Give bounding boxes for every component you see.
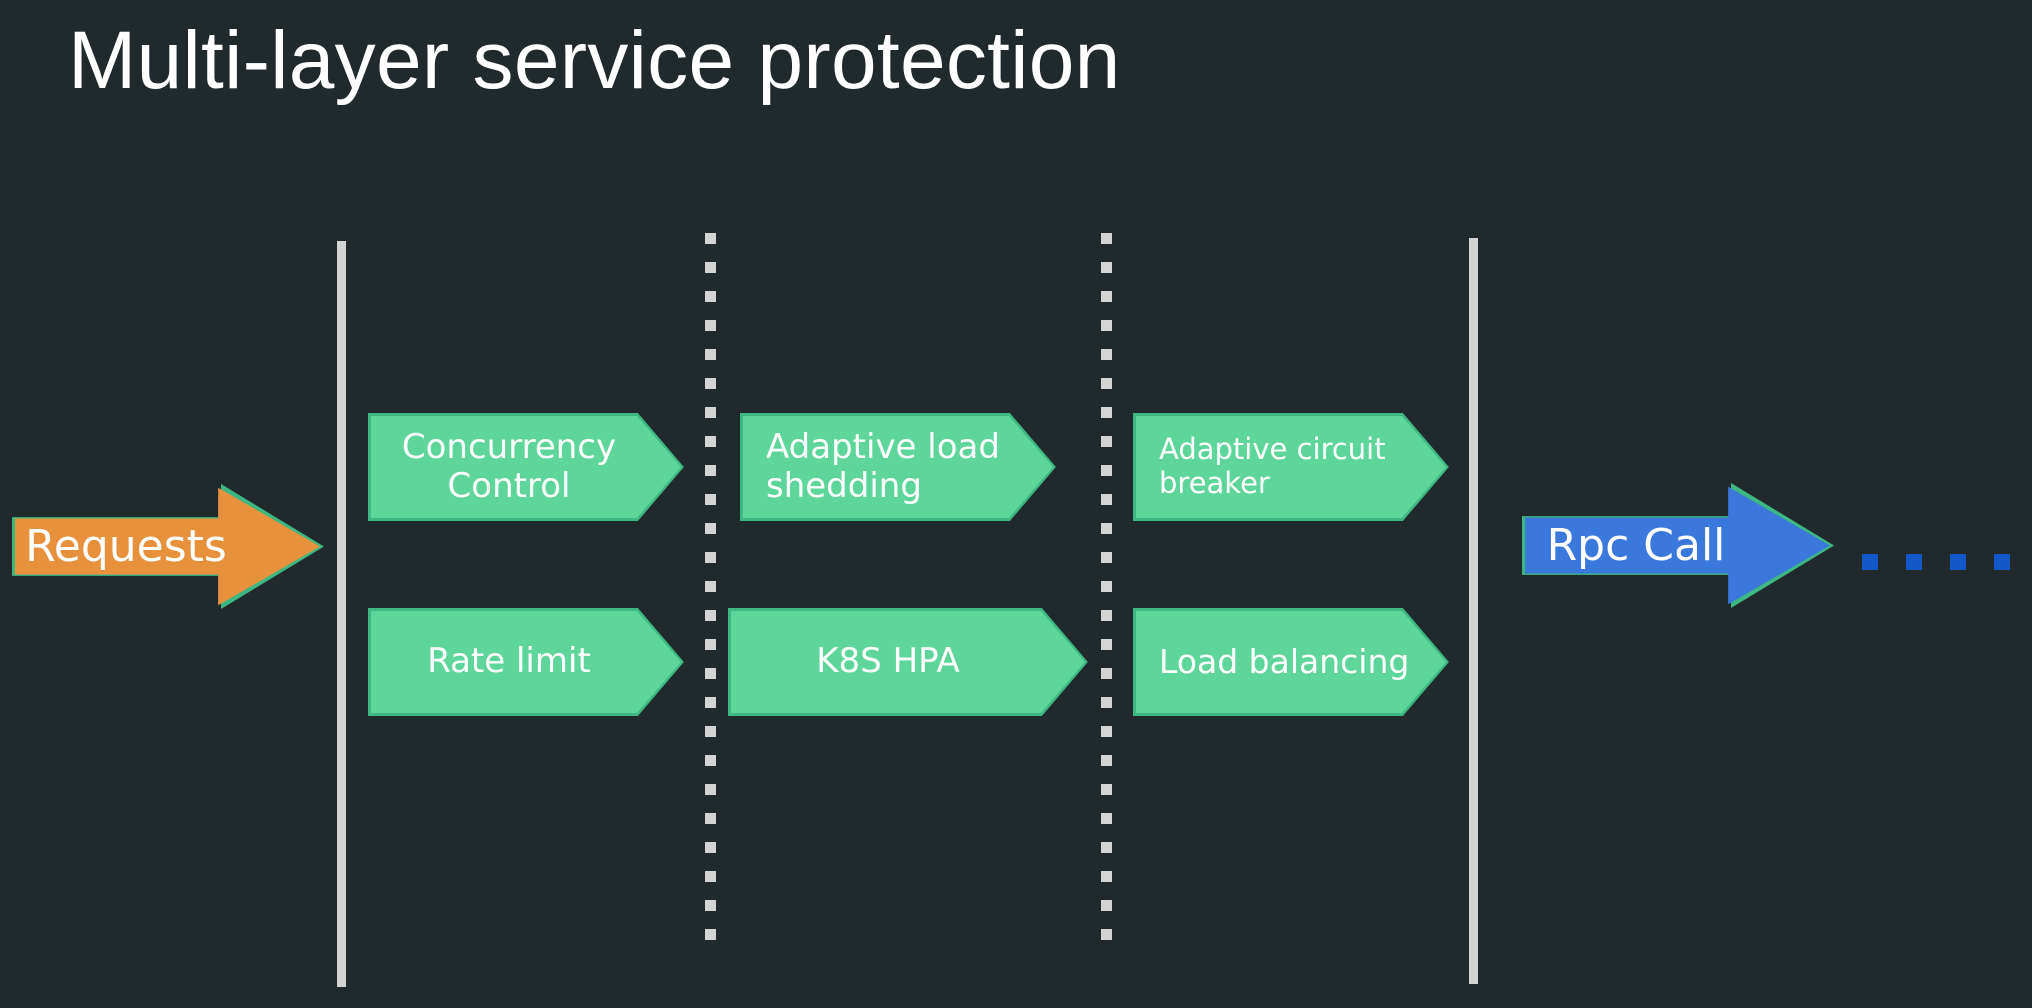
arrow-label-line1: Adaptive circuit (1159, 432, 1386, 467)
arrow-label-line2: breaker (1159, 466, 1270, 500)
arrow-fill (1136, 416, 1446, 518)
divider-boundary-right (1469, 238, 1478, 984)
arrow-rate-limit[interactable]: Rate limit (368, 608, 684, 716)
arrow-fill (743, 416, 1053, 518)
rpc-call-arrow[interactable]: Rpc Call (1522, 483, 1834, 608)
requests-arrow[interactable]: Requests (12, 484, 324, 609)
arrow-fill (1136, 611, 1446, 713)
arrow-adaptive-circuit-breaker[interactable]: Adaptive circuit breaker (1133, 413, 1449, 521)
arrow-text-wrap: Rate limit (368, 642, 684, 681)
arrow-label-line1: Adaptive load (766, 426, 1000, 467)
rpc-call-label: Rpc Call (1546, 520, 1726, 571)
divider-boundary-left (337, 241, 346, 987)
arrow-label: K8S HPA (816, 641, 960, 682)
arrow-label-line1: Concurrency (401, 426, 617, 467)
arrow-text-wrap: Concurrency Control (368, 428, 684, 507)
arrow-k8s-hpa[interactable]: K8S HPA (728, 608, 1088, 716)
arrow-text-wrap: Adaptive load shedding (740, 428, 1056, 507)
arrow-text-wrap: K8S HPA (728, 642, 1088, 681)
continuation-dot (1950, 554, 1966, 570)
arrow-label: Load balancing (1159, 641, 1410, 681)
arrow-fill (371, 416, 681, 518)
requests-label: Requests (25, 521, 227, 572)
arrow-text-wrap: Adaptive circuit breaker (1133, 433, 1449, 500)
arrow-concurrency-control[interactable]: Concurrency Control (368, 413, 684, 521)
continuation-dot (1906, 554, 1922, 570)
page-title: Multi-layer service protection (68, 15, 1121, 106)
continuation-dot (1862, 554, 1878, 570)
divider-stage-1 (705, 233, 716, 957)
arrow-fill (731, 611, 1085, 713)
arrow-load-balancing[interactable]: Load balancing (1133, 608, 1449, 716)
divider-stage-2 (1101, 233, 1112, 957)
continuation-dots (1862, 550, 2032, 574)
arrow-fill (371, 611, 681, 713)
arrow-adaptive-load-shedding[interactable]: Adaptive load shedding (740, 413, 1056, 521)
arrow-text-wrap: Load balancing (1133, 643, 1449, 681)
arrow-label-line2: shedding (766, 466, 922, 506)
continuation-dot (1994, 554, 2010, 570)
arrow-label-line2: Control (447, 466, 571, 506)
arrow-label: Rate limit (427, 641, 591, 682)
